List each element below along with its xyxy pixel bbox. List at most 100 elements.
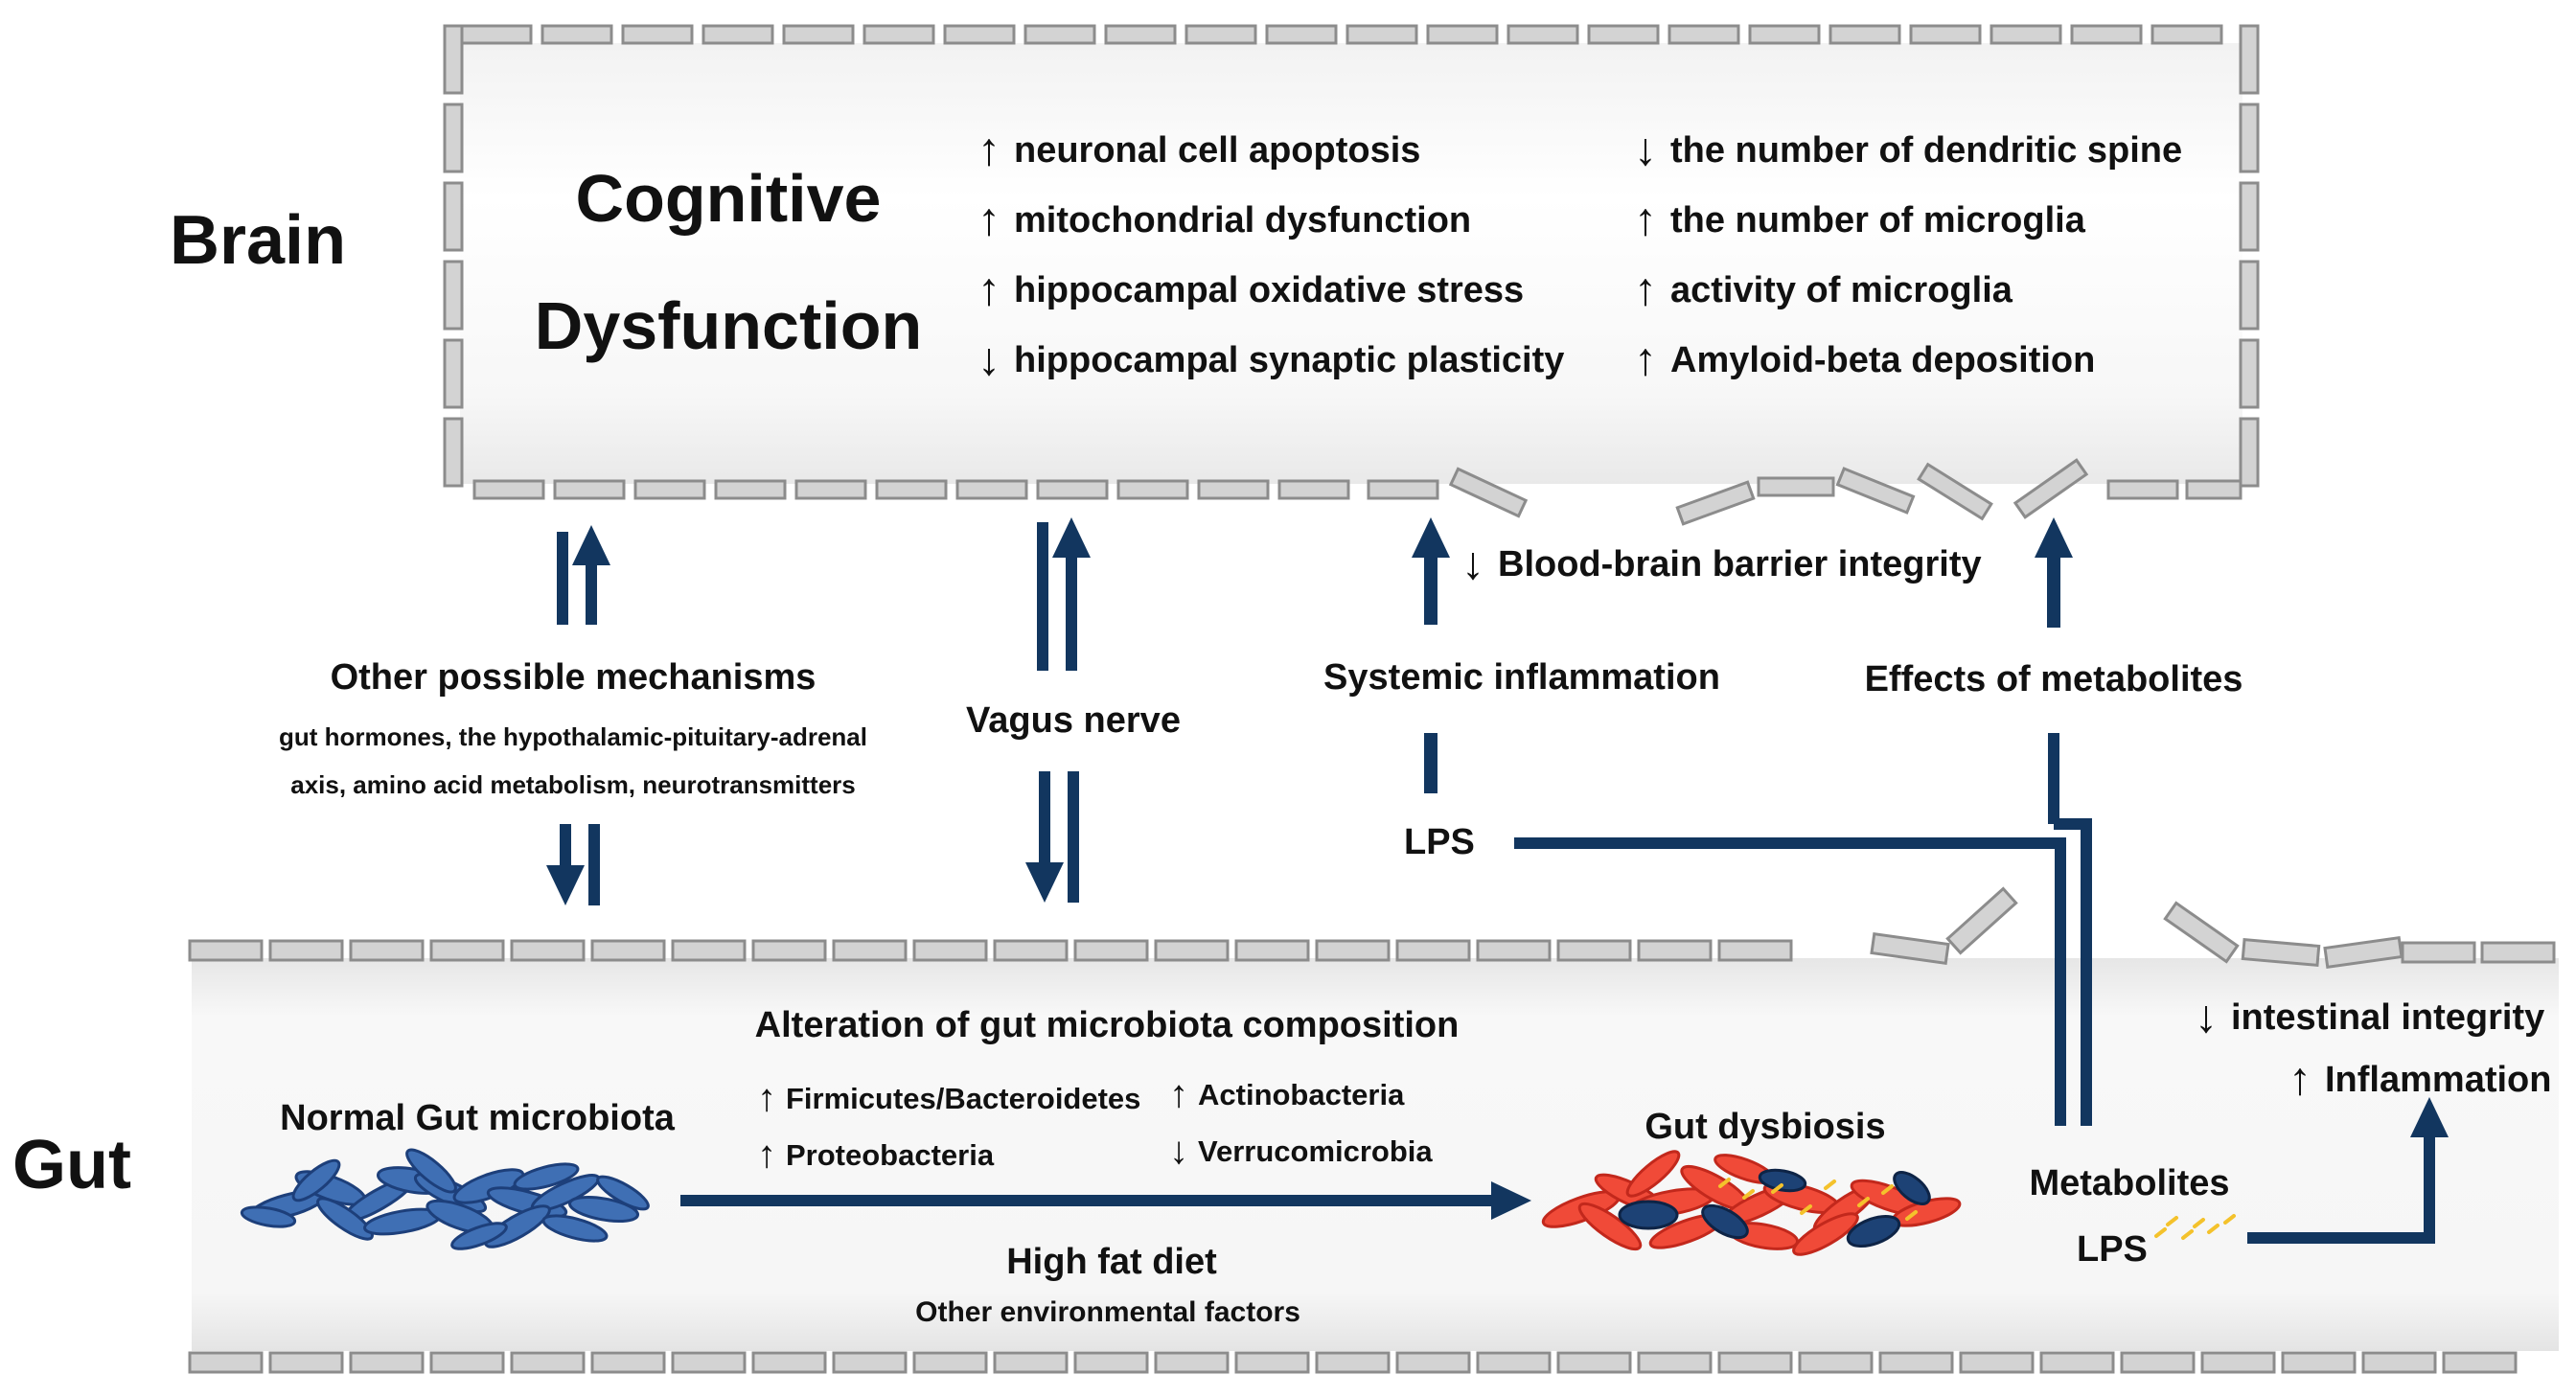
membrane-segment bbox=[2039, 1351, 2115, 1374]
microbiota-change: ↑Proteobacteria bbox=[757, 1134, 995, 1176]
membrane-segment bbox=[2120, 1351, 2196, 1374]
effects-of-metabolites-label: Effects of metabolites bbox=[1864, 659, 2243, 699]
membrane-segment bbox=[2442, 1351, 2518, 1374]
membrane-segment bbox=[1637, 939, 1713, 962]
membrane-segment bbox=[2200, 1351, 2276, 1374]
membrane-segment bbox=[702, 24, 774, 45]
membrane-segment bbox=[188, 1351, 264, 1374]
membrane-segment bbox=[1556, 939, 1632, 962]
membrane-segment bbox=[875, 479, 948, 500]
membrane-segment bbox=[1277, 479, 1350, 500]
metabolites-label: Metabolites bbox=[2029, 1163, 2230, 1203]
microbe bbox=[1792, 1212, 1859, 1256]
membrane-segment bbox=[429, 1351, 505, 1374]
other-mechanisms-detail-2: axis, amino acid metabolism, neurotransm… bbox=[290, 770, 856, 799]
arrow-head bbox=[1491, 1181, 1531, 1220]
microbiota-change: ↑Actinobacteria bbox=[1169, 1073, 1405, 1115]
membrane-segment bbox=[1717, 1351, 1793, 1374]
arrow-shaft bbox=[1068, 771, 1079, 903]
membrane-segment bbox=[1154, 1351, 1230, 1374]
disrupted-membrane-segment bbox=[1945, 886, 2018, 955]
membrane-segment bbox=[1748, 24, 1821, 45]
brain-left-item: ↑neuronal cell apoptosis bbox=[978, 125, 1421, 175]
lps-particle bbox=[1800, 1204, 1812, 1215]
disrupted-membrane-segment bbox=[2163, 901, 2240, 964]
microbiota-change: ↓Verrucomicrobia bbox=[1169, 1130, 1433, 1172]
membrane-segment bbox=[633, 479, 706, 500]
bbb-integrity-label: ↓Blood-brain barrier integrity bbox=[1461, 538, 1982, 589]
microbe bbox=[1893, 1171, 1931, 1205]
microbiota-change: ↑Firmicutes/Bacteroidetes bbox=[757, 1077, 1141, 1119]
membrane-segment bbox=[188, 939, 264, 962]
membrane-segment bbox=[1315, 1351, 1391, 1374]
microbe bbox=[1701, 1203, 1749, 1240]
arrow-shaft bbox=[2247, 1232, 2434, 1244]
arrow-shaft bbox=[1039, 771, 1050, 872]
membrane-segment bbox=[590, 1351, 666, 1374]
microbe bbox=[450, 1222, 508, 1250]
membrane-segment bbox=[1265, 24, 1338, 45]
disrupted-membrane-segment bbox=[1448, 467, 1529, 518]
membrane-segment bbox=[1476, 1351, 1552, 1374]
membrane-segment bbox=[2239, 24, 2260, 95]
membrane-segment bbox=[349, 1351, 425, 1374]
membrane-segment bbox=[1506, 24, 1579, 45]
lps-particles bbox=[1718, 1178, 2236, 1240]
arrow-head bbox=[2410, 1097, 2449, 1137]
other-mechanisms-detail-1: gut hormones, the hypothalamic-pituitary… bbox=[279, 722, 867, 751]
disrupted-membrane-segment bbox=[1675, 480, 1756, 526]
arrow-shaft bbox=[1037, 522, 1048, 671]
brain-title-line2: Dysfunction bbox=[534, 288, 923, 363]
membrane-segment bbox=[510, 1351, 586, 1374]
membrane-segment bbox=[1668, 24, 1740, 45]
membrane-segment bbox=[443, 417, 464, 488]
membrane-segment bbox=[2070, 24, 2143, 45]
membranes bbox=[188, 24, 2556, 1374]
disrupted-membrane-segment bbox=[1917, 462, 1993, 521]
membrane-segment bbox=[443, 103, 464, 173]
membrane-segment bbox=[2150, 24, 2223, 45]
membrane-segment bbox=[1234, 1351, 1310, 1374]
microbe bbox=[513, 1162, 580, 1191]
membrane-segment bbox=[751, 1351, 827, 1374]
membrane-segment bbox=[2239, 338, 2260, 409]
membrane-segment bbox=[590, 939, 666, 962]
membrane-segment bbox=[1828, 24, 1901, 45]
membrane-segment bbox=[1024, 24, 1096, 45]
membrane-segment bbox=[955, 479, 1028, 500]
high-fat-diet-label: High fat diet bbox=[1006, 1242, 1217, 1282]
membrane-segment bbox=[553, 479, 626, 500]
membrane-segment bbox=[993, 1351, 1069, 1374]
arrow-shaft bbox=[588, 824, 600, 905]
microbe bbox=[240, 1205, 297, 1228]
environmental-factors-label: Other environmental factors bbox=[915, 1296, 1300, 1328]
arrow-head bbox=[2035, 517, 2073, 558]
gut-lps-label: LPS bbox=[2077, 1229, 2148, 1270]
vagus-nerve-label: Vagus nerve bbox=[966, 700, 1181, 741]
membrane-segment bbox=[2480, 941, 2556, 964]
membrane-segment bbox=[2239, 103, 2260, 173]
membrane-segment bbox=[1104, 24, 1177, 45]
membrane-segment bbox=[862, 24, 935, 45]
membrane-segment bbox=[1909, 24, 1982, 45]
membrane-segment bbox=[1878, 1351, 1954, 1374]
arrow-head bbox=[1412, 517, 1450, 558]
arrow-shaft bbox=[2055, 837, 2066, 1126]
lps-pathway-line bbox=[1514, 837, 2065, 849]
microbe bbox=[484, 1204, 551, 1248]
membrane-segment bbox=[460, 24, 533, 45]
membrane-segment bbox=[268, 939, 344, 962]
microbe bbox=[405, 1148, 457, 1194]
lps-particle bbox=[2181, 1229, 2194, 1240]
arrow-head bbox=[1025, 862, 1064, 903]
brain-right-item: ↓the number of dendritic spine bbox=[1634, 125, 2183, 175]
membrane-segment bbox=[1073, 939, 1149, 962]
arrow-shaft bbox=[680, 1195, 1495, 1206]
membrane-segment bbox=[1234, 939, 1310, 962]
disrupted-membrane-segment bbox=[2323, 935, 2404, 970]
gut-region-label: Gut bbox=[12, 1127, 131, 1203]
alteration-title: Alteration of gut microbiota composition bbox=[754, 1005, 1460, 1045]
arrow-shaft bbox=[2047, 558, 2060, 628]
brain-left-item: ↑mitochondrial dysfunction bbox=[978, 195, 1472, 245]
